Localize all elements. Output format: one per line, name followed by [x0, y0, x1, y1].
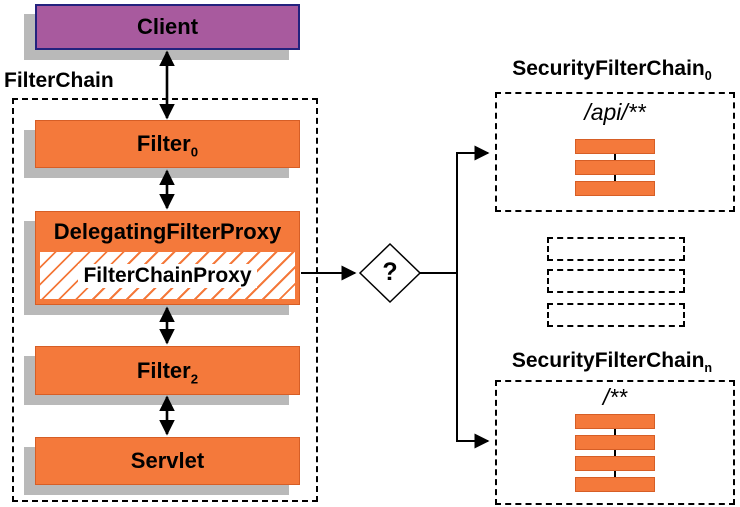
servlet-label: Servlet — [130, 448, 205, 473]
servlet-box: Servlet — [35, 437, 300, 485]
decision-label: ? — [382, 258, 398, 286]
chain0-filter-bars — [575, 139, 655, 196]
placeholder-chain-rect — [547, 303, 685, 327]
delegating-filter-proxy-box: DelegatingFilterProxy FilterChainProxy — [35, 211, 300, 305]
filter-bar — [575, 477, 655, 492]
security-filter-chainN-title: SecurityFilterChainn — [511, 349, 713, 376]
chainN-filter-bars — [575, 414, 655, 492]
filter-bar — [575, 435, 655, 450]
placeholder-chain-rect — [547, 269, 685, 293]
filter-bar — [575, 160, 655, 175]
security-filter-chainN-box — [495, 380, 735, 505]
filter-bar — [575, 181, 655, 196]
security-filter-chain0-box — [495, 92, 735, 212]
client-box: Client — [35, 4, 300, 50]
security-filter-chain0-title: SecurityFilterChain0 — [512, 57, 712, 84]
client-label: Client — [136, 14, 199, 39]
filter-bar — [575, 414, 655, 429]
placeholder-chain-rect — [547, 237, 685, 261]
filter2-label: Filter2 — [136, 357, 199, 386]
chain0-url-pattern: /api/** — [584, 99, 646, 125]
arrow-decision-chainN — [456, 273, 490, 449]
chainN-url-pattern: /** — [602, 384, 628, 410]
filter0-box: Filter0 — [35, 120, 300, 168]
filter2-box: Filter2 — [35, 346, 300, 395]
filter-bar — [575, 456, 655, 471]
filterchain-title: FilterChain — [4, 69, 114, 92]
filter-chain-proxy-label: FilterChainProxy — [78, 263, 257, 288]
arrow-decision-chain0 — [456, 145, 490, 273]
filter-bar — [575, 139, 655, 154]
filter0-label: Filter0 — [136, 131, 199, 160]
delegating-filter-proxy-label: DelegatingFilterProxy — [53, 219, 282, 244]
filter-chain-proxy-box: FilterChainProxy — [40, 252, 295, 299]
